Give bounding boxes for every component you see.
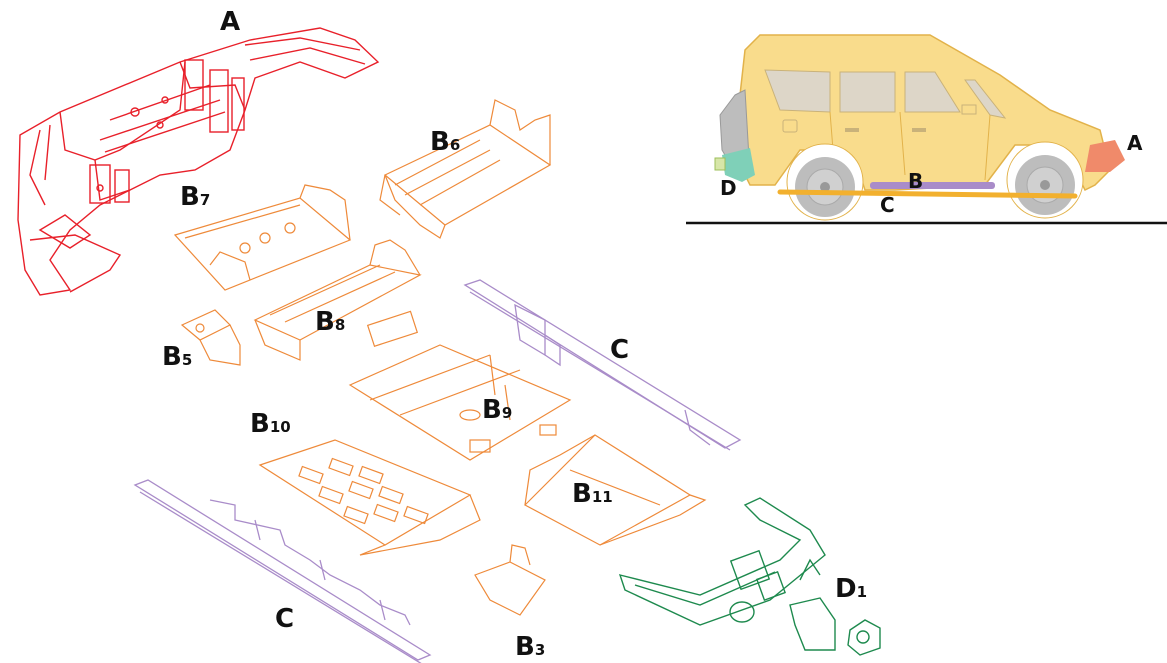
labels: A B6 B7 B8 B5 B9 B10 B11 B3 C C D1 A B C… bbox=[162, 7, 1143, 662]
label-a: A bbox=[220, 7, 240, 37]
label-b6: B6 bbox=[430, 127, 460, 157]
label-b8: B8 bbox=[315, 307, 345, 337]
car-label-a: A bbox=[1127, 131, 1143, 155]
skid-plate-b11 bbox=[524, 434, 707, 546]
front-bumper-a bbox=[17, 27, 380, 296]
bracket-b3 bbox=[474, 544, 546, 616]
label-b9: B9 bbox=[482, 395, 512, 425]
front-wheel bbox=[1006, 141, 1084, 219]
label-b5: B5 bbox=[162, 342, 192, 372]
side-sill-c-right bbox=[463, 279, 742, 451]
label-b11: B11 bbox=[572, 479, 613, 509]
car-label-c: C bbox=[880, 193, 895, 217]
label-c-left: C bbox=[275, 604, 294, 634]
car-label-b: B bbox=[908, 169, 923, 193]
label-b7: B7 bbox=[180, 182, 210, 212]
bracket-b5 bbox=[180, 309, 241, 366]
car-label-d: D bbox=[720, 176, 737, 200]
tow-bar-d1 bbox=[618, 497, 881, 656]
skid-plate-b7 bbox=[173, 184, 352, 291]
side-sill-c-left bbox=[133, 479, 432, 663]
label-c-right: C bbox=[610, 335, 629, 365]
label-d1: D1 bbox=[835, 574, 867, 604]
skid-plate-b10 bbox=[258, 439, 481, 556]
skid-plate-b9 bbox=[348, 344, 572, 461]
skid-plate-b6 bbox=[379, 99, 552, 239]
rear-wheel bbox=[786, 143, 864, 221]
label-b10: B10 bbox=[250, 409, 291, 439]
label-b3: B3 bbox=[515, 632, 545, 662]
skid-plate-b8 bbox=[253, 239, 422, 361]
vehicle-side-view bbox=[686, 34, 1167, 225]
